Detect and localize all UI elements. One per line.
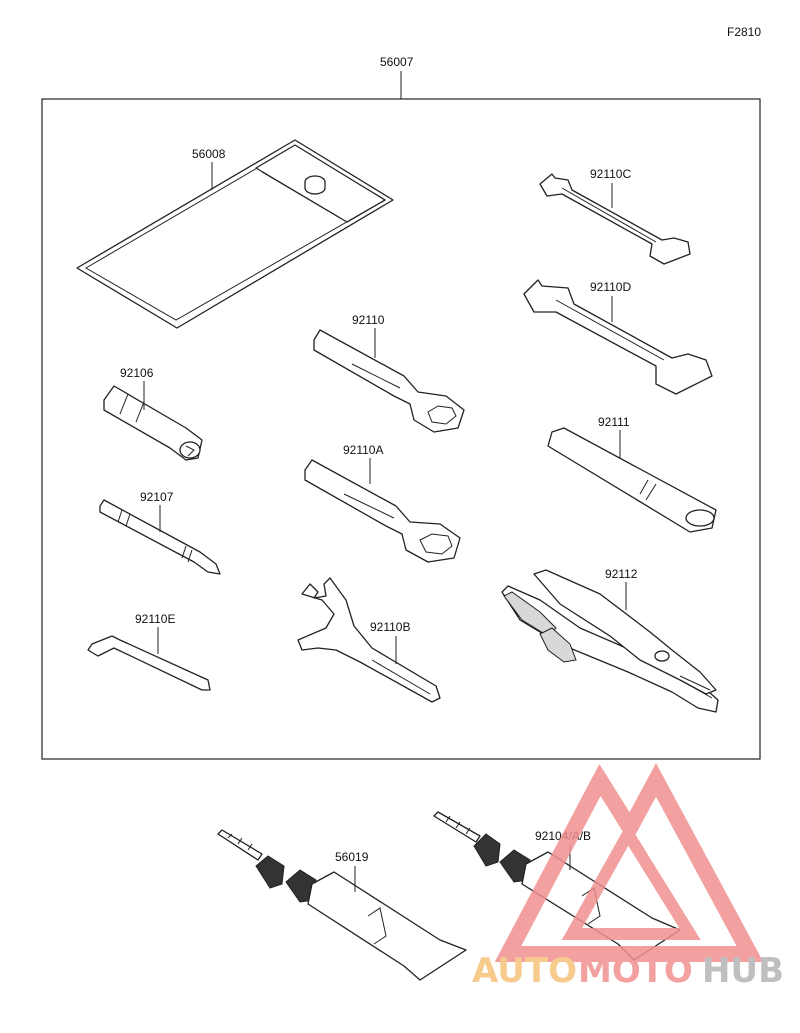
label-92112: 92112 — [605, 567, 638, 581]
wrench-92110d[interactable] — [523, 279, 713, 395]
label-92106: 92106 — [120, 366, 154, 380]
tool-pouch-56008[interactable] — [76, 139, 394, 329]
label-92110: 92110 — [352, 313, 385, 327]
hex-key-92110e[interactable] — [87, 635, 211, 691]
wrench-92110c[interactable] — [539, 173, 691, 265]
label-92110a: 92110A — [343, 443, 383, 457]
label-92111: 92111 — [598, 415, 630, 429]
label-92107: 92107 — [140, 490, 174, 504]
pliers-92112[interactable] — [501, 569, 719, 713]
socket-92106[interactable] — [103, 385, 203, 461]
label-92110c: 92110C — [590, 167, 631, 181]
label-56019: 56019 — [335, 850, 369, 864]
box-wrench-92110a[interactable] — [304, 459, 461, 563]
automotohub-logo: AUTO MOTO HUB — [472, 763, 784, 991]
logo-inner-mark — [561, 822, 701, 940]
figure-code: F2810 — [727, 25, 761, 39]
label-92110e: 92110E — [135, 612, 175, 626]
hook-spanner-92110b[interactable] — [297, 577, 441, 703]
logo-text-auto: AUTO — [472, 951, 577, 991]
extension-bar-92111[interactable] — [547, 427, 717, 533]
label-92110d: 92110D — [590, 280, 631, 294]
label-56008: 56008 — [192, 147, 226, 161]
grease-tube-56019[interactable] — [217, 829, 467, 981]
screwdriver-92107[interactable] — [99, 499, 221, 575]
logo-triangle-mark — [494, 763, 764, 962]
label-92110b: 92110B — [370, 620, 410, 634]
box-wrench-92110[interactable] — [313, 329, 465, 433]
logo-text-hub: HUB — [702, 951, 784, 991]
logo-text-moto: MOTO — [578, 951, 693, 991]
label-56007: 56007 — [380, 55, 414, 69]
kit-frame — [41, 98, 761, 760]
